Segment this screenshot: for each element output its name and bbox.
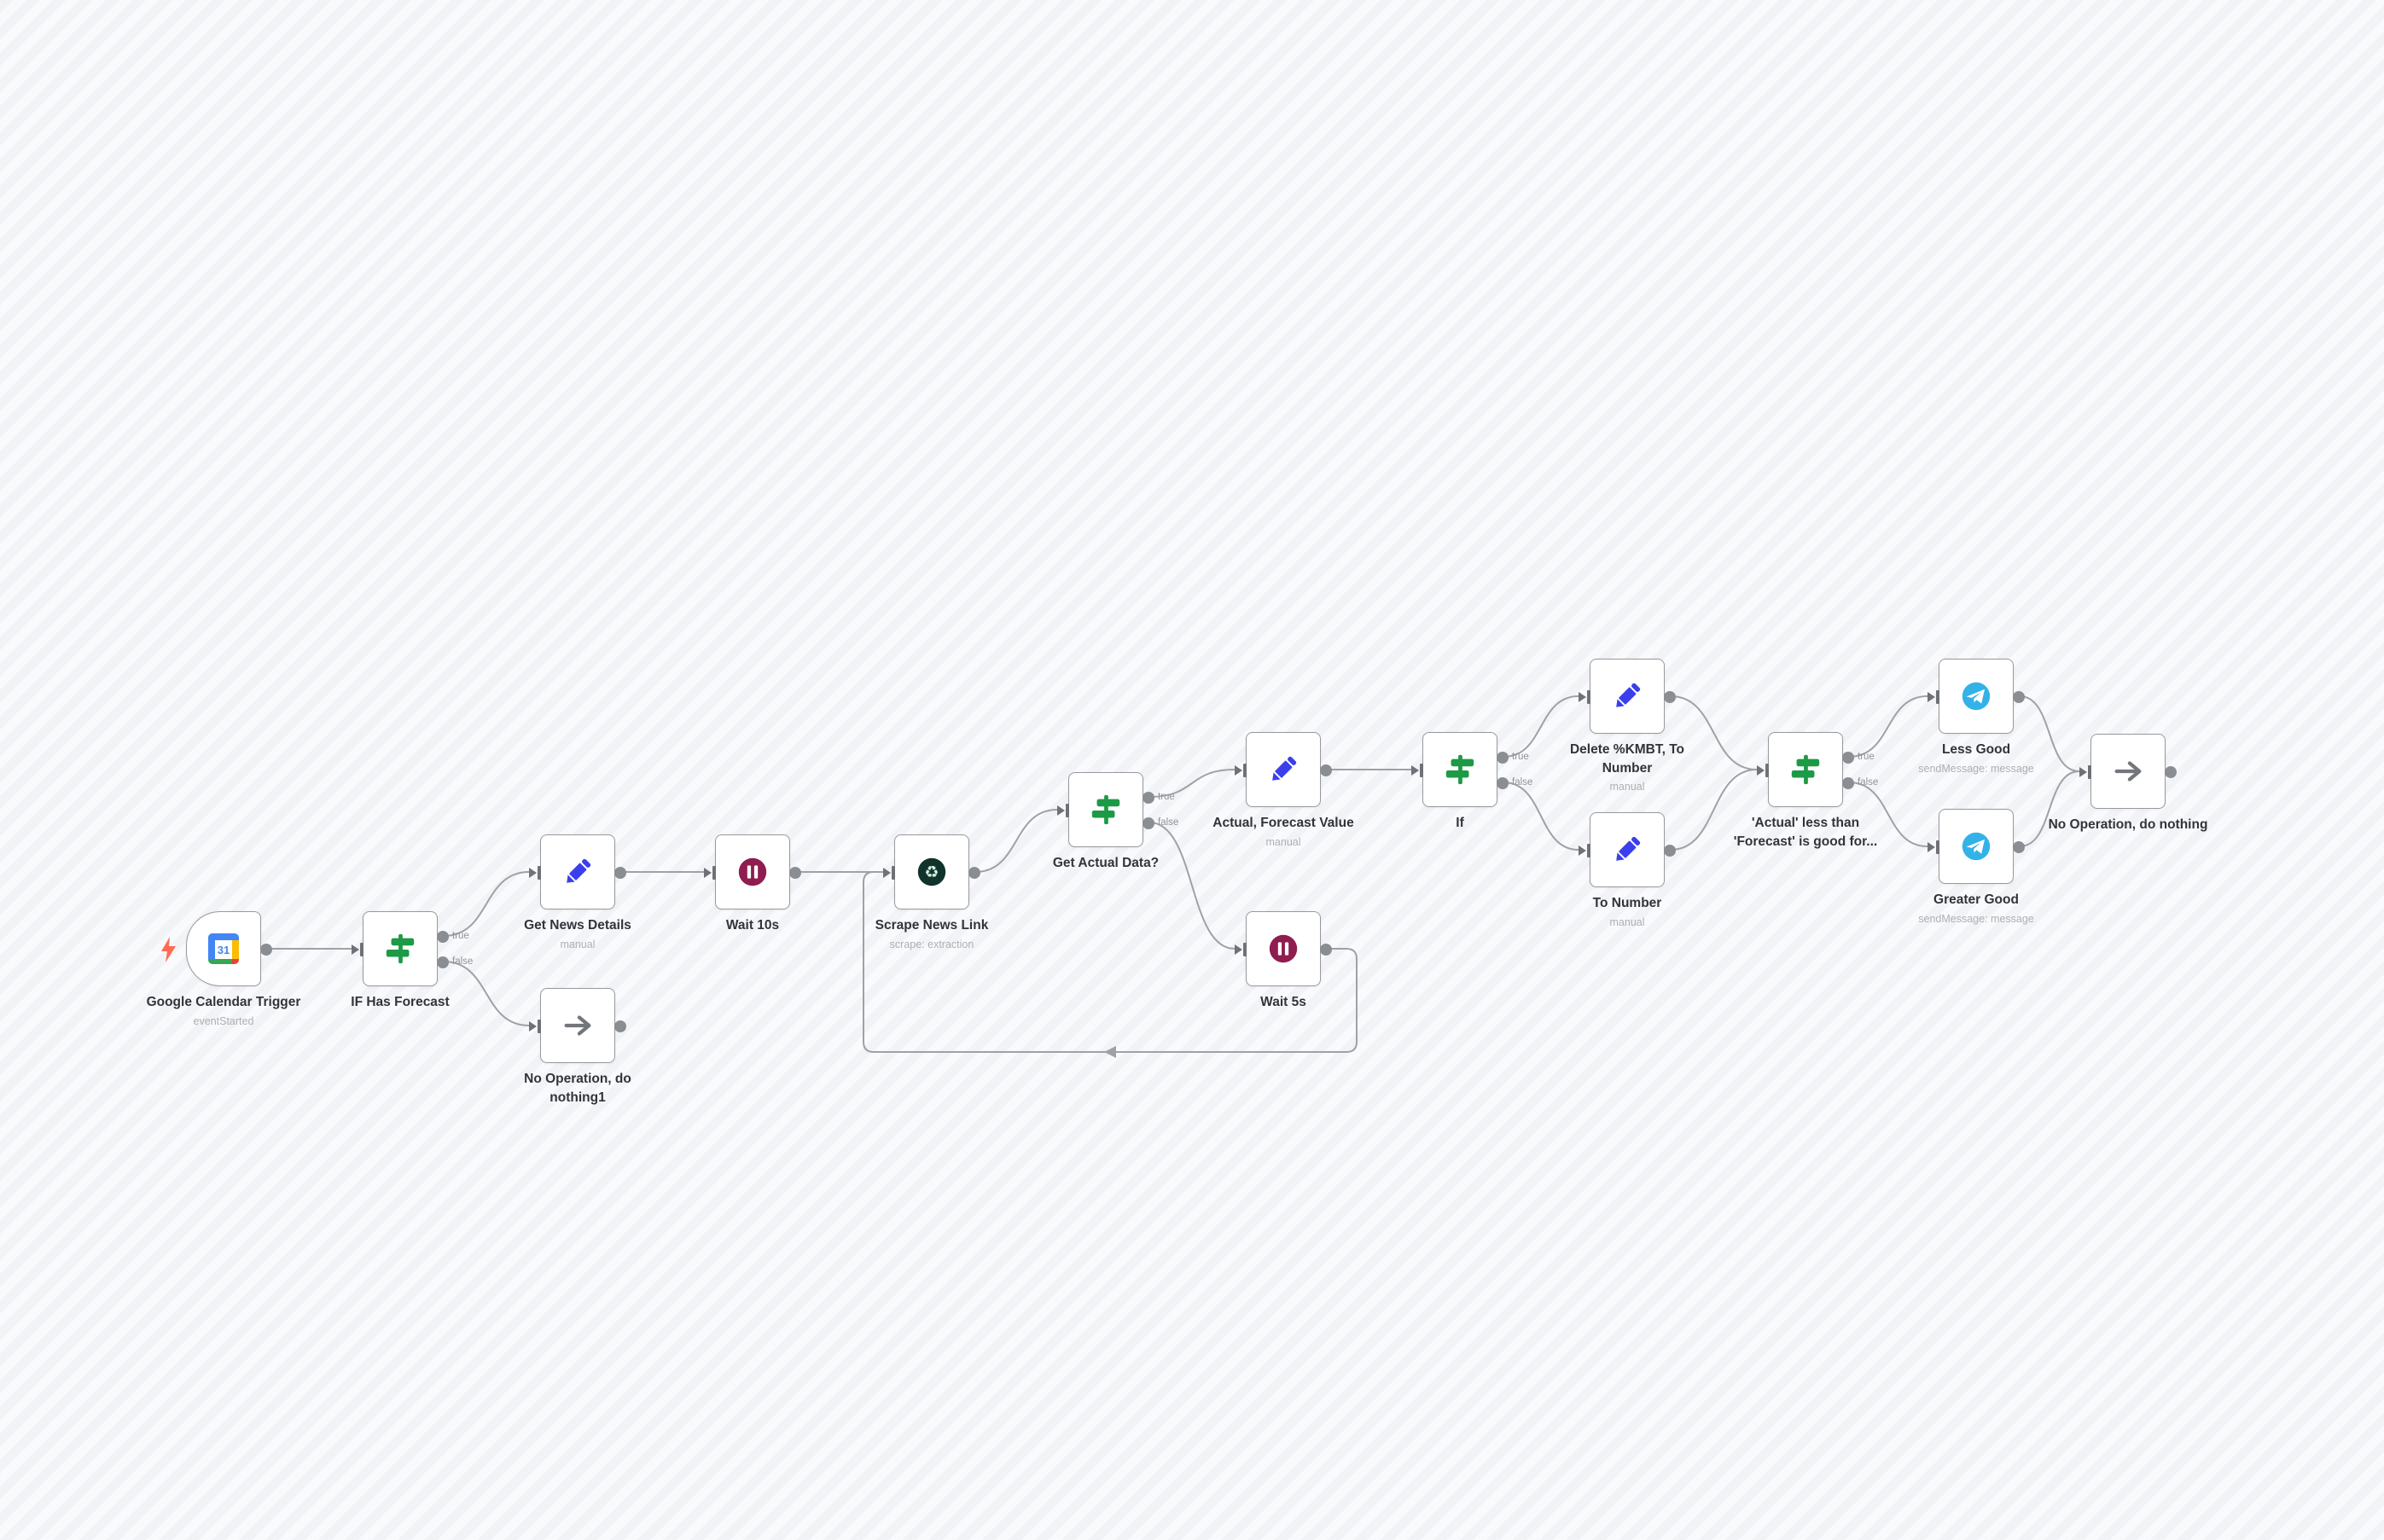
arrow-icon — [2111, 754, 2145, 788]
output-port[interactable] — [1664, 691, 1676, 703]
node-wait-5s[interactable]: Wait 5s — [1235, 911, 1332, 1009]
recycle-icon: ♻ — [915, 855, 949, 889]
google-calendar-icon: 31 — [206, 932, 241, 966]
connection-wait-5s-to-scrape-news-link[interactable] — [863, 871, 1358, 1053]
if-icon — [1089, 793, 1123, 827]
input-port[interactable] — [704, 866, 716, 880]
input-port[interactable] — [1579, 844, 1590, 857]
output-port-true[interactable] — [1497, 752, 1509, 764]
connection-if-has-forecast-to-no-operation-do-nothing1[interactable] — [443, 961, 530, 1026]
svg-text:31: 31 — [218, 944, 230, 956]
input-port[interactable] — [1411, 764, 1423, 777]
arrow-icon — [561, 1008, 595, 1043]
connection-greater-good-to-no-operation-do-nothing[interactable] — [2019, 770, 2080, 847]
pause-icon — [736, 855, 770, 889]
output-port[interactable] — [1664, 845, 1676, 857]
connection-to-number-to-actual-less-than-forecast[interactable] — [1670, 769, 1758, 851]
input-port[interactable] — [1928, 840, 1939, 854]
svg-text:♻: ♻ — [924, 863, 939, 882]
connection-delete-kmbt-to-number-to-actual-less-than-forecast[interactable] — [1670, 695, 1758, 770]
connection-if-to-to-number[interactable] — [1503, 782, 1579, 851]
output-port[interactable] — [968, 867, 980, 879]
telegram-icon — [1959, 829, 1993, 863]
pencil-icon — [1266, 753, 1300, 787]
output-port[interactable] — [1320, 944, 1332, 956]
telegram-icon — [1959, 679, 1993, 713]
output-port-false[interactable] — [437, 956, 449, 968]
input-port[interactable] — [1235, 943, 1247, 956]
node-wait-10s[interactable]: Wait 10s — [704, 834, 801, 933]
connection-actual-less-than-forecast-to-less-good[interactable] — [1848, 695, 1928, 758]
output-port[interactable] — [2013, 841, 2025, 853]
input-port[interactable] — [1757, 764, 1769, 777]
output-port-false[interactable] — [1497, 777, 1509, 789]
input-port[interactable] — [529, 866, 541, 880]
input-port[interactable] — [1235, 764, 1247, 777]
pencil-icon — [1610, 679, 1644, 713]
connection-less-good-to-no-operation-do-nothing[interactable] — [2019, 695, 2080, 772]
output-port[interactable] — [2013, 691, 2025, 703]
connection-actual-less-than-forecast-to-greater-good[interactable] — [1848, 782, 1928, 847]
pencil-icon — [561, 855, 595, 889]
input-port[interactable] — [883, 866, 895, 880]
node-no-operation-do-nothing[interactable]: No Operation, do nothing — [2049, 734, 2207, 832]
input-port[interactable] — [1928, 690, 1939, 704]
if-icon — [383, 932, 417, 966]
output-port[interactable] — [789, 867, 801, 879]
input-port[interactable] — [1579, 690, 1590, 704]
connection-get-actual-data-to-wait-5s[interactable] — [1148, 822, 1236, 950]
output-port-false[interactable] — [1143, 817, 1154, 829]
output-port[interactable] — [1320, 764, 1332, 776]
output-port[interactable] — [2165, 766, 2177, 778]
input-port[interactable] — [352, 943, 363, 956]
connection-scrape-news-link-to-get-actual-data[interactable] — [974, 809, 1058, 873]
input-port[interactable] — [1057, 804, 1069, 817]
connection-get-actual-data-to-actual-forecast-value[interactable] — [1148, 769, 1236, 798]
connection-if-has-forecast-to-get-news-details[interactable] — [443, 871, 530, 937]
output-port[interactable] — [614, 1020, 626, 1032]
output-port-true[interactable] — [1143, 792, 1154, 804]
if-icon — [1788, 753, 1823, 787]
pencil-icon — [1610, 833, 1644, 867]
input-port[interactable] — [2079, 765, 2091, 779]
output-port[interactable] — [260, 944, 272, 956]
if-icon — [1443, 753, 1477, 787]
output-port-true[interactable] — [437, 931, 449, 943]
output-port-false[interactable] — [1842, 777, 1854, 789]
output-port[interactable] — [614, 867, 626, 879]
output-port-true[interactable] — [1842, 752, 1854, 764]
node-no-operation-do-nothing1[interactable]: No Operation, do nothing1 — [524, 988, 631, 1105]
connection-if-to-delete-kmbt-to-number[interactable] — [1503, 695, 1579, 758]
pause-icon — [1266, 932, 1300, 966]
input-port[interactable] — [529, 1020, 541, 1033]
